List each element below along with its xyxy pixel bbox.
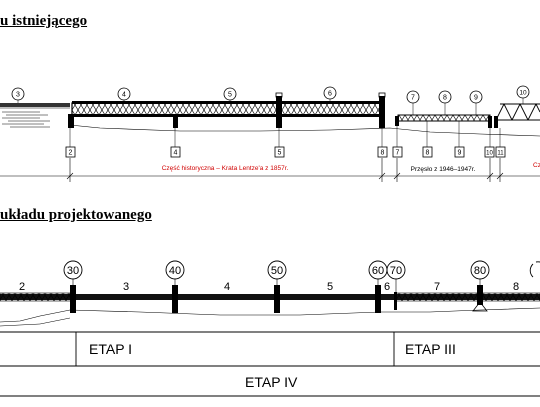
designed-layout-heading: układu projektowanego — [0, 207, 152, 223]
designed-span-label: 2 — [19, 281, 25, 293]
designed-layout: 30 40 50 60 70 80 2 3 4 5 6 7 8 ETAP I — [0, 260, 540, 397]
existing-pier-label: 5 — [278, 150, 282, 157]
existing-pier-label: 10 — [486, 151, 493, 157]
designed-pier-label: 30 — [67, 265, 79, 277]
existing-span-label: 6 — [328, 91, 332, 98]
existing-layout-heading: u istniejącego — [0, 13, 88, 29]
far-right-truss — [495, 103, 540, 121]
designed-deck — [0, 294, 540, 300]
existing-layout: 3 4 5 6 7 8 9 10 — [0, 85, 540, 182]
existing-pier-label: 9 — [458, 150, 462, 157]
existing-pier-label: 8 — [381, 150, 385, 157]
existing-pier-label: 2 — [69, 150, 73, 157]
existing-pier-label: 7 — [396, 150, 400, 157]
existing-span-label: 3 — [16, 92, 20, 99]
existing-pier-label: 4 — [174, 150, 178, 157]
existing-span-label: 4 — [122, 92, 126, 99]
cut-annotation: Cz — [533, 162, 540, 169]
designed-span-label: 3 — [123, 281, 129, 293]
existing-pier-label: 11 — [497, 151, 504, 157]
existing-span-label: 9 — [474, 95, 478, 102]
stage-etap-4: ETAP IV — [245, 374, 298, 390]
stage-etap-3: ETAP III — [405, 341, 456, 357]
designed-span-label: 7 — [434, 281, 440, 293]
designed-span-label: 4 — [224, 281, 230, 293]
existing-span-label: 8 — [443, 95, 447, 102]
left-approach-deck — [0, 103, 70, 107]
truss-1946 — [397, 114, 491, 122]
existing-span-label: 10 — [519, 90, 527, 97]
historic-truss — [71, 102, 383, 116]
existing-span-label: 5 — [228, 92, 232, 99]
stage-table — [0, 331, 540, 397]
designed-piers — [70, 285, 483, 313]
existing-span-label: 7 — [411, 95, 415, 102]
historic-part-annotation: Część historyczna – Krata Lentze'a z 185… — [162, 165, 289, 172]
designed-pier-label: 50 — [271, 265, 283, 277]
designed-pier-label: 40 — [169, 265, 181, 277]
designed-span-label: 5 — [327, 281, 333, 293]
designed-pier-label: 70 — [390, 265, 402, 277]
designed-span-label: 6 — [384, 281, 390, 293]
stage-etap-1: ETAP I — [89, 341, 132, 357]
water-lines — [2, 111, 50, 128]
designed-span-label: 8 — [513, 281, 519, 293]
existing-pier-label: 8 — [426, 150, 430, 157]
designed-pier-label: 80 — [474, 265, 486, 277]
existing-piers — [68, 96, 498, 128]
designed-pier-label: 60 — [372, 265, 384, 277]
span-1946-annotation: Przęsło z 1946–1947r. — [411, 166, 476, 173]
